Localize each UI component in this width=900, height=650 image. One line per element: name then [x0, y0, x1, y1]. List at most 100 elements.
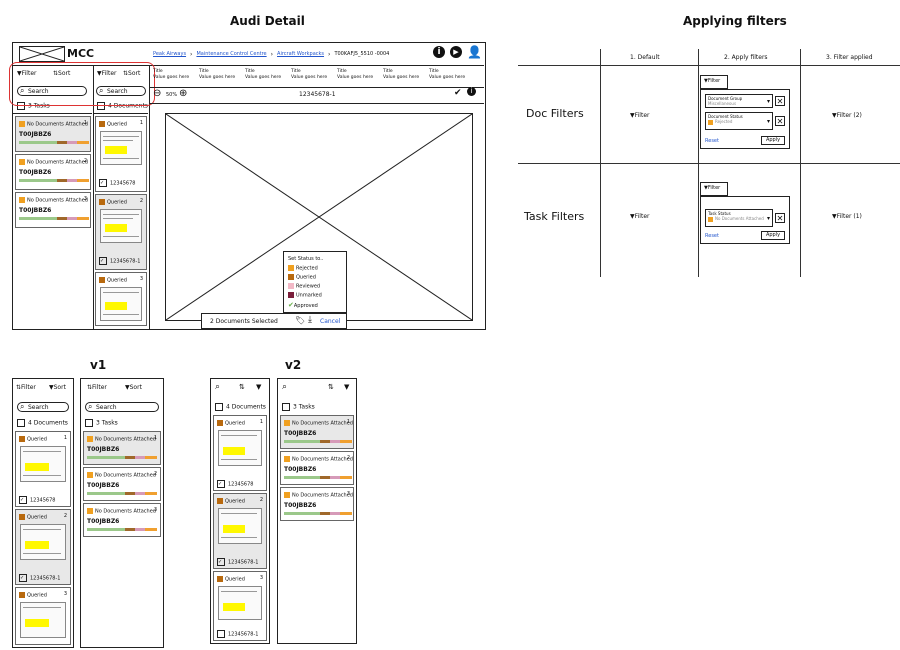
filter-default[interactable]: ▼Filter: [630, 213, 650, 220]
task-card[interactable]: No Documents Attached 3 T00JBBZ6: [15, 192, 91, 228]
search-input[interactable]: Search: [17, 402, 69, 412]
breadcrumb-current: T00KAFJ5_5510 -0004: [334, 51, 390, 57]
selected-count: 2 Documents Selected: [210, 318, 278, 325]
tag-icon[interactable]: 🏷: [295, 316, 306, 325]
status-option-rejected[interactable]: Rejected: [288, 265, 318, 272]
document-card[interactable]: Queried 3 12345678-1: [213, 571, 267, 641]
doc-id: 12345678-1: [299, 91, 336, 98]
sort-icon[interactable]: ⇅: [239, 383, 245, 391]
info-column-value: Value goes here: [429, 75, 466, 80]
breadcrumb-item[interactable]: Peak Airways: [153, 51, 187, 57]
info-icon[interactable]: i: [433, 46, 445, 58]
reset-link[interactable]: Reset: [705, 233, 719, 239]
v2-document-panel: ⌕ ⇅ ▼ 4 Documents Queried 1 ✓12345678 Qu…: [210, 378, 270, 644]
download-icon[interactable]: ⤓: [308, 315, 312, 325]
v2-task-panel: ⌕ ⇅ ▼ 3 Tasks No Documents Attached 1 T0…: [277, 378, 357, 644]
cancel-button[interactable]: Cancel: [320, 318, 341, 325]
task-card[interactable]: No Documents Attached 3 T00JBBZ6: [280, 487, 354, 521]
filter-button[interactable]: ▼Sort: [125, 384, 142, 391]
info-column-title: Title: [337, 69, 347, 74]
app-window: MCC Peak Airways› Maintenance Control Ce…: [9, 42, 486, 330]
document-card[interactable]: Queried 3: [15, 587, 71, 645]
apply-button[interactable]: Apply: [761, 136, 785, 145]
reset-link[interactable]: Reset: [705, 138, 719, 144]
select-all-docs[interactable]: 4 Documents: [215, 403, 266, 411]
clear-icon[interactable]: ✕: [775, 116, 785, 126]
select-all-docs[interactable]: 4 Documents: [97, 102, 148, 110]
document-card[interactable]: Queried 2 ✓12345678-1: [15, 509, 71, 585]
filter-default[interactable]: ▼Filter: [630, 112, 650, 119]
sort-button[interactable]: ⇅Sort: [123, 70, 141, 77]
status-option-unmarked[interactable]: Unmarked: [288, 292, 322, 299]
document-card[interactable]: Queried 1 ✓12345678: [213, 415, 267, 491]
select-all-tasks[interactable]: 3 Tasks: [282, 403, 315, 411]
document-card[interactable]: Queried 3: [95, 272, 147, 326]
zoom-in-icon[interactable]: ⊕: [179, 88, 188, 99]
task-card[interactable]: No Documents Attached 1 T00JBBZ6: [15, 116, 91, 152]
search-input[interactable]: Search: [85, 402, 159, 412]
status-option-approved[interactable]: ✔Approved: [288, 301, 318, 309]
sort-button[interactable]: ⇅Sort: [53, 70, 71, 77]
status-option-reviewed[interactable]: Reviewed: [288, 283, 320, 290]
task-card[interactable]: No Documents Attached 2 T00JBBZ6: [15, 154, 91, 190]
user-icon[interactable]: 👤: [467, 45, 482, 59]
filter-applied[interactable]: ▼Filter (1): [832, 213, 862, 220]
approve-check-icon[interactable]: ✔: [454, 88, 462, 98]
select-all-tasks[interactable]: 3 Tasks: [85, 419, 118, 427]
search-input[interactable]: Search: [96, 86, 146, 96]
task-card[interactable]: No Documents Attached 2 T00JBBZ6: [83, 467, 161, 501]
info-column-value: Value goes here: [245, 75, 282, 80]
filter-icon[interactable]: ▼: [344, 383, 350, 391]
filter-tab[interactable]: ▼Filter: [700, 182, 728, 196]
task-card[interactable]: No Documents Attached 1 T00JBBZ6: [280, 415, 354, 449]
search-icon[interactable]: ⌕: [215, 382, 221, 392]
v1-title: v1: [90, 358, 107, 372]
info-column-title: Title: [153, 69, 163, 74]
sort-icon[interactable]: ⇅: [328, 383, 334, 391]
apply-button[interactable]: Apply: [761, 231, 785, 240]
search-icon[interactable]: ⌕: [282, 382, 288, 392]
sort-button[interactable]: ⇅Filter: [87, 384, 107, 391]
filter-button[interactable]: ▼Filter: [97, 70, 117, 77]
info-column-title: Title: [199, 69, 209, 74]
task-card[interactable]: No Documents Attached 1 T00JBBZ6: [83, 431, 161, 465]
play-icon[interactable]: ▶: [450, 46, 462, 58]
document-card[interactable]: Queried 1 ✓12345678: [95, 116, 147, 192]
chevron-down-icon: ▾: [766, 215, 770, 222]
document-card[interactable]: Queried 1 ✓12345678: [15, 431, 71, 507]
doc-toolbar: ⊖ 50% ⊕ 12345678-1 ✔ i: [149, 87, 484, 104]
row-label-task-filters: Task Filters: [524, 210, 585, 223]
breadcrumb-item[interactable]: Maintenance Control Centre: [196, 51, 267, 57]
clear-icon[interactable]: ✕: [775, 213, 785, 223]
task-card[interactable]: No Documents Attached 3 T00JBBZ6: [83, 503, 161, 537]
filter-applied[interactable]: ▼Filter (2): [832, 112, 862, 119]
breadcrumb: Peak Airways› Maintenance Control Centre…: [153, 51, 390, 58]
filter-button[interactable]: ▼Sort: [49, 384, 66, 391]
highlight-annotation: [9, 62, 155, 106]
task-card[interactable]: No Documents Attached 2 T00JBBZ6: [280, 451, 354, 485]
clear-icon[interactable]: ✕: [775, 96, 785, 106]
document-card[interactable]: Queried 2 ✓12345678-1: [213, 493, 267, 569]
info-icon[interactable]: i: [467, 87, 476, 96]
col-header-applied: 3. Filter applied: [826, 54, 873, 61]
breadcrumb-item[interactable]: Aircraft Workpacks: [277, 51, 325, 57]
search-input[interactable]: Search: [17, 86, 87, 96]
sort-button[interactable]: ⇅Filter: [16, 384, 36, 391]
zoom-out-icon[interactable]: ⊖: [153, 88, 162, 99]
document-card[interactable]: Queried 2 ✓12345678-1: [95, 194, 147, 270]
selection-bar: 2 Documents Selected 🏷 ⤓ Cancel: [201, 313, 347, 329]
status-popup: Set Status to.. Rejected Queried Reviewe…: [283, 251, 347, 313]
status-option-queried[interactable]: Queried: [288, 274, 316, 281]
info-column-title: Title: [429, 69, 439, 74]
filter-tab[interactable]: ▼Filter: [700, 75, 728, 89]
select-all-tasks[interactable]: 3 Tasks: [17, 102, 50, 110]
app-logo-text: MCC: [67, 47, 95, 60]
select-all-docs[interactable]: 4 Documents: [17, 419, 68, 427]
filter-icon[interactable]: ▼: [256, 383, 262, 391]
filter-button[interactable]: ▼Filter: [17, 70, 37, 77]
